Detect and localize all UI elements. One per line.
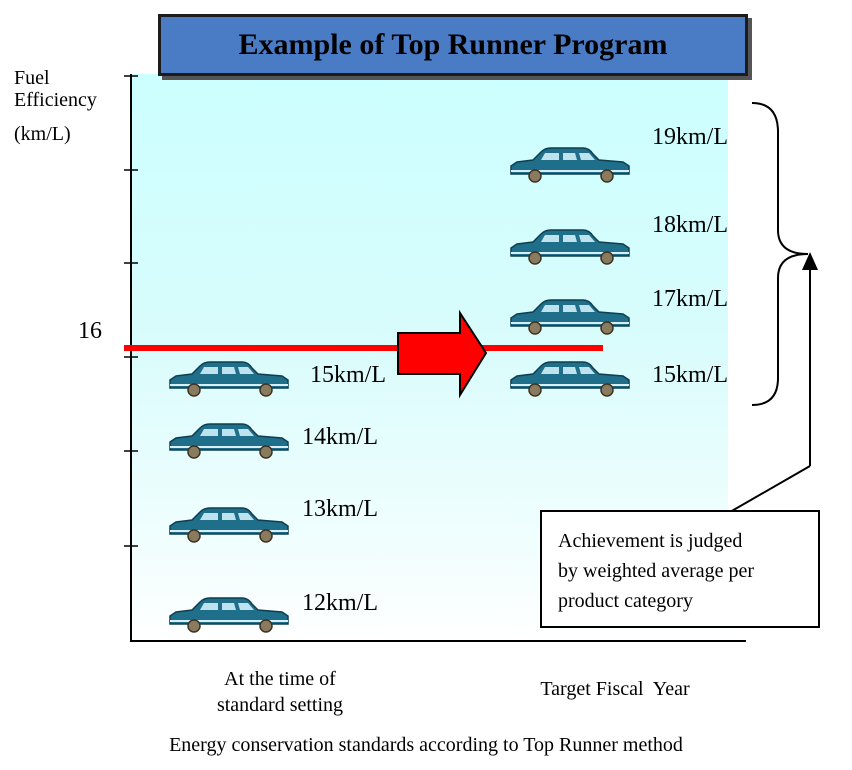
note-box bbox=[540, 510, 820, 628]
right-value-label: 15km/L bbox=[652, 362, 728, 388]
caption: Energy conservation standards according … bbox=[169, 734, 683, 756]
brace-icon bbox=[751, 102, 809, 406]
x-label-left: At the time of standard setting bbox=[180, 666, 380, 718]
standard-value-label: 16 bbox=[78, 318, 102, 344]
left-value-label: 14km/L bbox=[302, 424, 378, 450]
left-value-label: 13km/L bbox=[302, 496, 378, 522]
car-icon bbox=[510, 361, 630, 397]
car-icon bbox=[169, 507, 289, 543]
y-axis bbox=[124, 74, 746, 642]
car-icon bbox=[169, 597, 289, 633]
arrow-right-icon bbox=[397, 309, 488, 399]
x-label-left-line1: At the time of bbox=[224, 668, 336, 690]
x-label-left-line2: standard setting bbox=[216, 694, 344, 716]
car-icon bbox=[510, 147, 630, 183]
left-value-label: 15km/L bbox=[310, 362, 386, 388]
note-line: by weighted average per bbox=[558, 560, 755, 582]
car-icon bbox=[169, 423, 289, 459]
note-line: product category bbox=[558, 590, 693, 612]
car-icon bbox=[510, 299, 630, 335]
car-icon bbox=[169, 361, 289, 397]
note-line: Achievement is judged bbox=[558, 530, 743, 552]
y-axis-label-line1: Fuel bbox=[14, 67, 50, 89]
right-value-label: 17km/L bbox=[652, 286, 728, 312]
right-value-label: 18km/L bbox=[652, 212, 728, 238]
pointer-arrow bbox=[729, 252, 818, 513]
y-axis-label-line3: (km/L) bbox=[14, 123, 71, 145]
y-axis-label-line2: Efficiency bbox=[14, 89, 97, 111]
left-value-label: 12km/L bbox=[302, 590, 378, 616]
right-value-label: 19km/L bbox=[652, 124, 728, 150]
title-box bbox=[158, 14, 748, 76]
x-label-right: Target Fiscal Year bbox=[540, 678, 690, 700]
diagram-title: Example of Top Runner Program bbox=[238, 28, 668, 61]
note-text: Achievement is judged by weighted averag… bbox=[558, 526, 818, 616]
car-icon bbox=[510, 229, 630, 265]
